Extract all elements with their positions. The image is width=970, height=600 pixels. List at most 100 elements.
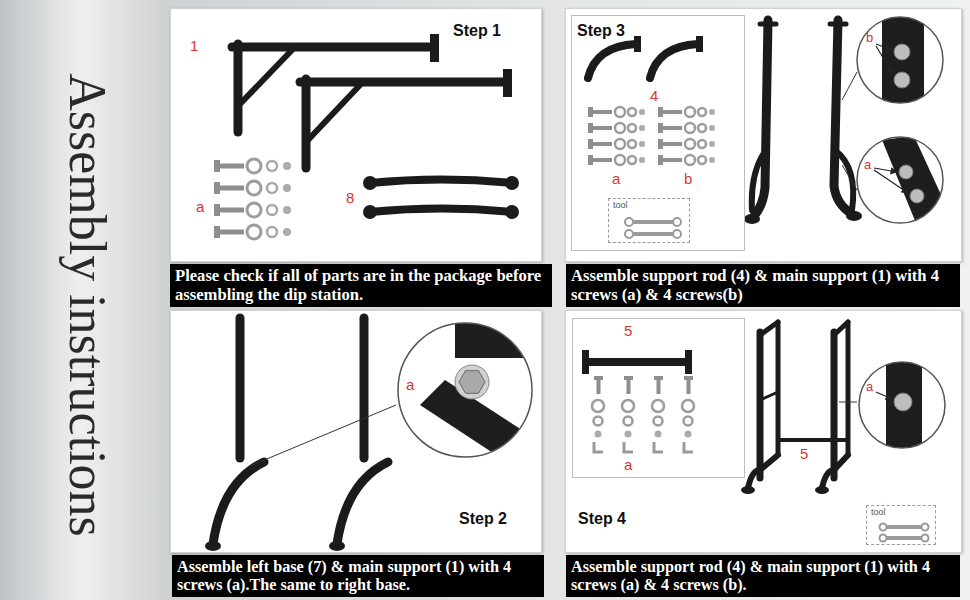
main-support [213, 462, 264, 544]
pointer-arrow [874, 170, 908, 193]
step-panel: Step 1 [170, 8, 542, 262]
screw-set [615, 155, 625, 165]
main-support [337, 462, 388, 544]
screw-set [588, 107, 715, 165]
screw-set [663, 126, 682, 130]
screw-set [628, 156, 636, 164]
screw-set [597, 380, 601, 394]
wrench-icon [625, 230, 633, 238]
main-support [302, 79, 311, 168]
screw-set [267, 227, 277, 237]
caption-bar: Assemble left base (7) & main support (1… [172, 555, 544, 597]
end-plate [634, 36, 703, 52]
screw-set [214, 159, 291, 239]
screw-set [658, 139, 663, 149]
screw-set [684, 442, 693, 452]
tool-label: tool [871, 508, 886, 518]
tool-box: tool [608, 198, 690, 243]
screw-set [267, 161, 277, 237]
caption-text: Assemble left base (7) & main support (1… [177, 558, 539, 594]
screw-set [220, 164, 244, 169]
zoom-outline [398, 323, 532, 457]
pointer-arrow [874, 44, 908, 193]
caption-bar: Assemble support rod (4) & main support … [566, 555, 960, 597]
leader-line [250, 405, 396, 466]
dip-frame [834, 20, 852, 214]
screw-set [684, 376, 693, 380]
caption-bar: Assemble support rod (4) & main support … [566, 264, 960, 307]
caption-bar: Please check if all of parts are in the … [170, 264, 552, 307]
base-foot [205, 541, 221, 551]
screw-set [593, 126, 612, 130]
screw-set [214, 226, 220, 238]
main-support [240, 50, 292, 104]
screw-set [658, 155, 663, 165]
screw-set [220, 230, 244, 235]
wrench-icon [922, 524, 929, 531]
step-heading: Step 2 [459, 510, 507, 528]
caption-text: Assemble support rod (4) & main support … [571, 558, 955, 594]
base-foot [363, 176, 519, 219]
frame-foot [741, 486, 829, 494]
screw-set [663, 110, 682, 114]
screw-set [652, 400, 664, 412]
zoom-outline [857, 137, 943, 223]
dip-frame [822, 455, 848, 488]
screw-set [685, 107, 695, 117]
dip-frame [760, 322, 778, 335]
screw-set [685, 155, 695, 165]
dip-frame [754, 20, 768, 216]
callout-letter: a [196, 199, 204, 216]
screw-set [220, 208, 244, 213]
zoom-detail [882, 10, 924, 110]
screw-set [655, 431, 662, 438]
dip-frame [752, 150, 766, 210]
screw-set [283, 184, 291, 192]
step-heading: Step 4 [578, 510, 626, 528]
zoom-outline [859, 362, 945, 448]
dip-frame [760, 392, 778, 400]
support-rod [588, 44, 636, 78]
callout-letter: a [866, 380, 873, 394]
callout-letter: b [684, 171, 692, 188]
end-plate [430, 34, 439, 62]
end-plate [582, 350, 589, 374]
main-support [360, 318, 369, 458]
leader-line [250, 405, 396, 466]
end-plate [634, 36, 641, 52]
parts-box: 4abtool [571, 15, 745, 251]
zoom-circle: a [858, 361, 946, 449]
screw-set [247, 159, 261, 173]
base-foot [363, 205, 377, 219]
zoom-detail [859, 355, 945, 455]
callout-letter: a [406, 377, 414, 394]
base-part [370, 209, 512, 213]
zoom-detail [899, 165, 913, 179]
wrench-icon [922, 535, 929, 542]
screw-set [214, 182, 220, 194]
zoom-detail [459, 371, 485, 394]
screw-set [615, 107, 706, 165]
screw-set [657, 380, 661, 394]
main-support [232, 43, 432, 52]
caption-text: Please check if all of parts are in the … [175, 267, 547, 304]
zoom-outline [858, 361, 946, 449]
screw-set [267, 183, 277, 193]
screw-set [247, 159, 261, 239]
screw-set [214, 204, 220, 216]
screw-set [709, 141, 715, 147]
frame-foot [744, 214, 760, 224]
zoom-outline [397, 322, 533, 458]
zoom-detail [455, 365, 489, 399]
screw-set [654, 417, 663, 426]
main-support [300, 78, 505, 87]
screw-set [698, 140, 706, 148]
screw-set [220, 186, 244, 191]
dip-frame [776, 322, 781, 455]
zoom-outline [857, 17, 943, 103]
screw-set [214, 160, 220, 172]
zoom-detail [886, 355, 922, 455]
frame-foot [744, 211, 862, 224]
zoom-circle: a [856, 136, 944, 224]
wrench-icon [880, 535, 887, 542]
